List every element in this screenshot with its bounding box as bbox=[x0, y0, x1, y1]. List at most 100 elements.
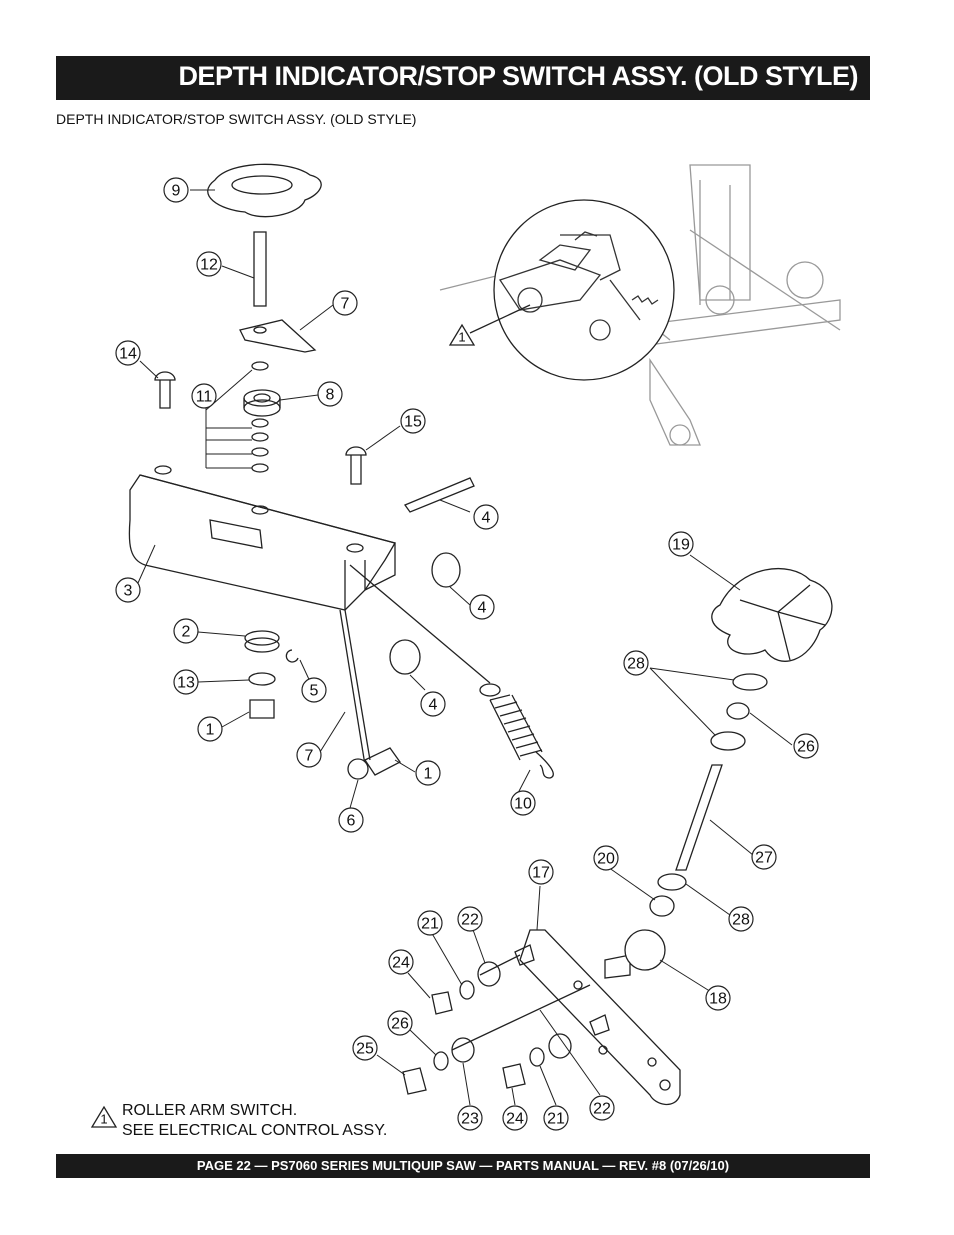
washer-part-26-upper bbox=[726, 702, 750, 720]
collar-part-20 bbox=[649, 895, 675, 917]
callout-text-22-lower: 22 bbox=[593, 1101, 611, 1118]
callout-22-upper bbox=[457, 906, 483, 932]
callout-15 bbox=[173, 669, 199, 695]
callout-text-5: 4 bbox=[482, 510, 491, 527]
callout-text-8: 7 bbox=[305, 748, 314, 765]
spring-part-12 bbox=[479, 683, 554, 779]
bracket-housing-part-3 bbox=[128, 474, 396, 611]
callout-8 bbox=[296, 742, 322, 768]
callout-23 bbox=[457, 1105, 483, 1131]
callout-6 bbox=[301, 677, 327, 703]
callout-17 bbox=[528, 859, 554, 885]
callout-text-21-lower: 21 bbox=[547, 1111, 565, 1128]
callout-10 bbox=[317, 381, 343, 407]
callout-text-17: 17 bbox=[532, 865, 550, 882]
washer-stack-part-13 bbox=[251, 361, 269, 473]
diagram-subtitle: DEPTH INDICATOR/STOP SWITCH ASSY. (OLD S… bbox=[56, 111, 417, 127]
callout-22-lower bbox=[589, 1095, 615, 1121]
callout-1-nut bbox=[197, 716, 223, 742]
washer-part-21-upper bbox=[459, 980, 475, 1000]
callout-text-1-switch: 1 bbox=[424, 766, 433, 783]
callout-18 bbox=[705, 985, 731, 1011]
callout-9 bbox=[332, 290, 358, 316]
callout-26-lower bbox=[387, 1010, 413, 1036]
callout-4-lower bbox=[420, 691, 446, 717]
callout-text-13: 11 bbox=[196, 389, 213, 406]
nut-part-1 bbox=[249, 699, 275, 719]
callout-1-switch bbox=[415, 760, 441, 786]
inset-triangle-label: 1 bbox=[458, 330, 465, 345]
callout-24-lower bbox=[502, 1105, 528, 1131]
callout-text-15: 13 bbox=[177, 675, 195, 692]
callout-text-24-lower: 24 bbox=[506, 1111, 524, 1128]
callout-text-19: 19 bbox=[672, 537, 690, 554]
inset-triangle-marker bbox=[448, 323, 476, 346]
callout-text-26-upper: 26 bbox=[797, 739, 815, 756]
callout-text-16-left: 14 bbox=[119, 346, 137, 363]
callout-text-10: 8 bbox=[326, 387, 335, 404]
note-triangle-marker bbox=[90, 1105, 118, 1128]
callout-13 bbox=[191, 383, 217, 409]
cable-part-8 bbox=[339, 609, 366, 766]
callout-4-upper bbox=[469, 594, 495, 620]
callout-19 bbox=[668, 531, 694, 557]
nut-part-24-lower bbox=[502, 1063, 526, 1089]
bearing-part-10 bbox=[243, 389, 281, 407]
callout-text-6: 5 bbox=[310, 683, 319, 700]
shaft-part-14 bbox=[253, 231, 267, 307]
pulley-part-4-lower bbox=[389, 639, 421, 675]
knob-part-11 bbox=[207, 163, 322, 218]
callout-text-22-upper: 22 bbox=[461, 912, 479, 929]
page-title-bar: DEPTH INDICATOR/STOP SWITCH ASSY. (OLD S… bbox=[56, 56, 870, 100]
washer-part-28-upper bbox=[732, 673, 768, 691]
callout-text-27: 27 bbox=[755, 850, 773, 867]
callout-5 bbox=[473, 504, 499, 530]
page-footer: PAGE 22 — PS7060 SERIES MULTIQUIP SAW — … bbox=[56, 1154, 870, 1178]
callout-11 bbox=[163, 177, 189, 203]
callout-text-24-upper: 24 bbox=[392, 955, 410, 972]
leader-lines bbox=[137, 189, 793, 1106]
washer-part-28-mid bbox=[710, 731, 746, 751]
callout-16-right bbox=[400, 408, 426, 434]
note-line-2: SEE ELECTRICAL CONTROL ASSY. bbox=[122, 1122, 388, 1139]
spacer-part-2 bbox=[244, 630, 280, 646]
roller-arm-switch-note: ROLLER ARM SWITCH. SEE ELECTRICAL CONTRO… bbox=[122, 1101, 387, 1141]
callout-25 bbox=[352, 1035, 378, 1061]
callout-text-9: 7 bbox=[341, 296, 350, 313]
clip-part-6 bbox=[285, 649, 299, 663]
callout-24-upper bbox=[388, 949, 414, 975]
bolt-part-16-right bbox=[345, 446, 367, 485]
callout-16-left bbox=[115, 340, 141, 366]
washer-part-22-lower bbox=[548, 1033, 572, 1059]
bolt-part-16-left bbox=[154, 371, 176, 409]
callout-20 bbox=[593, 845, 619, 871]
callout-2 bbox=[173, 618, 199, 644]
callout-text-14: 12 bbox=[200, 257, 218, 274]
spring-wire bbox=[349, 564, 491, 684]
switch-part-7 bbox=[347, 758, 369, 780]
callout-21-lower bbox=[543, 1105, 569, 1131]
pulley-part-4-upper bbox=[431, 552, 461, 588]
pin-part-5 bbox=[403, 477, 475, 513]
washer-part-21-lower bbox=[529, 1047, 545, 1067]
callout-text-3: 3 bbox=[124, 583, 133, 600]
callout-3 bbox=[115, 577, 141, 603]
callout-text-11: 9 bbox=[172, 183, 181, 200]
callout-text-4-lower: 4 bbox=[429, 697, 438, 714]
washer-part-28-lower bbox=[657, 873, 687, 891]
callout-21-upper bbox=[417, 910, 443, 936]
callout-27 bbox=[751, 844, 777, 870]
callout-labels bbox=[115, 177, 819, 1131]
callout-text-1-nut: 1 bbox=[206, 722, 215, 739]
callout-text-20: 20 bbox=[597, 851, 615, 868]
callout-14 bbox=[196, 251, 222, 277]
callout-text-28-lower: 28 bbox=[732, 912, 750, 929]
callout-26-upper bbox=[793, 733, 819, 759]
callout-12 bbox=[510, 790, 536, 816]
callout-text-18: 18 bbox=[709, 991, 727, 1008]
callout-text-28-upper: 28 bbox=[627, 656, 645, 673]
nut-part-24-upper bbox=[431, 991, 453, 1015]
washer-part-22-upper bbox=[477, 961, 501, 987]
inset-magnifier-circle bbox=[493, 199, 675, 381]
